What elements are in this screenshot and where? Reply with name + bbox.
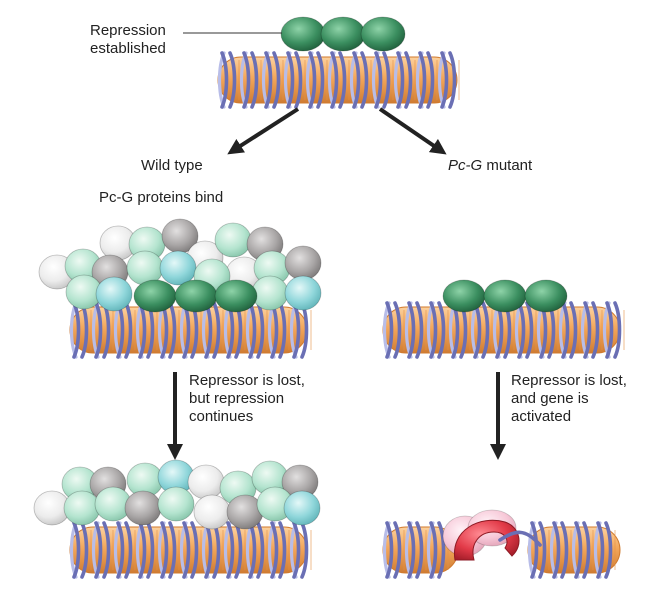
repressor-protein [214,279,258,313]
continued-repression-fiber [69,521,312,579]
right-repressor-lost-label: Repressor is lost, and gene is activated [511,372,627,426]
left-lost-line1: Repressor is lost, [189,372,305,389]
repressor-protein [442,279,486,313]
pcg-protein [124,490,162,526]
mutant-repressor-group [442,279,568,313]
top-repressor-group [280,16,406,52]
repressor-protein [133,279,177,313]
pcg-protein-cluster-bottom [33,459,321,530]
unwound-dna-strand [498,530,542,547]
pcg-proteins-bind-label: Pc-G proteins bind [99,189,224,206]
repressor-protein [280,16,326,52]
wild-type-repressor-group [133,279,258,313]
wild-type-label: Wild type [141,157,203,174]
activated-gene-fiber [382,521,621,579]
arrow-to-wild-type [227,107,300,155]
left-lost-line3: continues [189,408,254,425]
repression-label-line2: established [90,40,166,57]
pcg-protein [187,464,225,500]
pcg-protein [251,275,289,311]
pcg-protein [284,275,322,311]
pcg-protein [63,490,101,526]
repressor-protein [483,279,527,313]
repressor-protein [174,279,218,313]
right-lost-line1: Repressor is lost, [511,372,627,389]
histone-segment [382,521,459,579]
pcg-mutant-label: Pc-G mutant [448,157,532,175]
pcg-protein [214,222,252,258]
repressor-protein [524,279,568,313]
histone-segment [527,521,621,579]
polymerase-clamp [454,519,520,561]
pcg-protein [95,276,133,312]
pcg-protein [283,490,321,526]
repressor-protein [360,16,406,52]
histone-segment [69,521,312,579]
left-lost-line2: but repression [189,390,285,407]
pcg-protein [284,245,322,281]
top-chromatin-fiber [217,51,460,109]
repressor-protein [320,16,366,52]
pcg-mutant-rest: mutant [482,157,533,174]
pcg-protein [159,250,197,286]
histone-segment [217,51,460,109]
pcg-mutant-italic: Pc-G [448,157,483,174]
rna-polymerase [442,509,542,561]
pcg-protein [157,486,195,522]
right-lost-line3: activated [511,408,572,425]
left-repressor-lost-label: Repressor is lost, but repression contin… [189,372,305,426]
arrow-to-mutant [378,107,447,155]
right-lost-line2: and gene is [511,390,589,407]
pcg-protein-cluster [38,218,322,312]
repression-established-label: Repression established [90,22,166,58]
pcg-protein [193,494,231,530]
repression-label-line1: Repression [90,22,166,39]
